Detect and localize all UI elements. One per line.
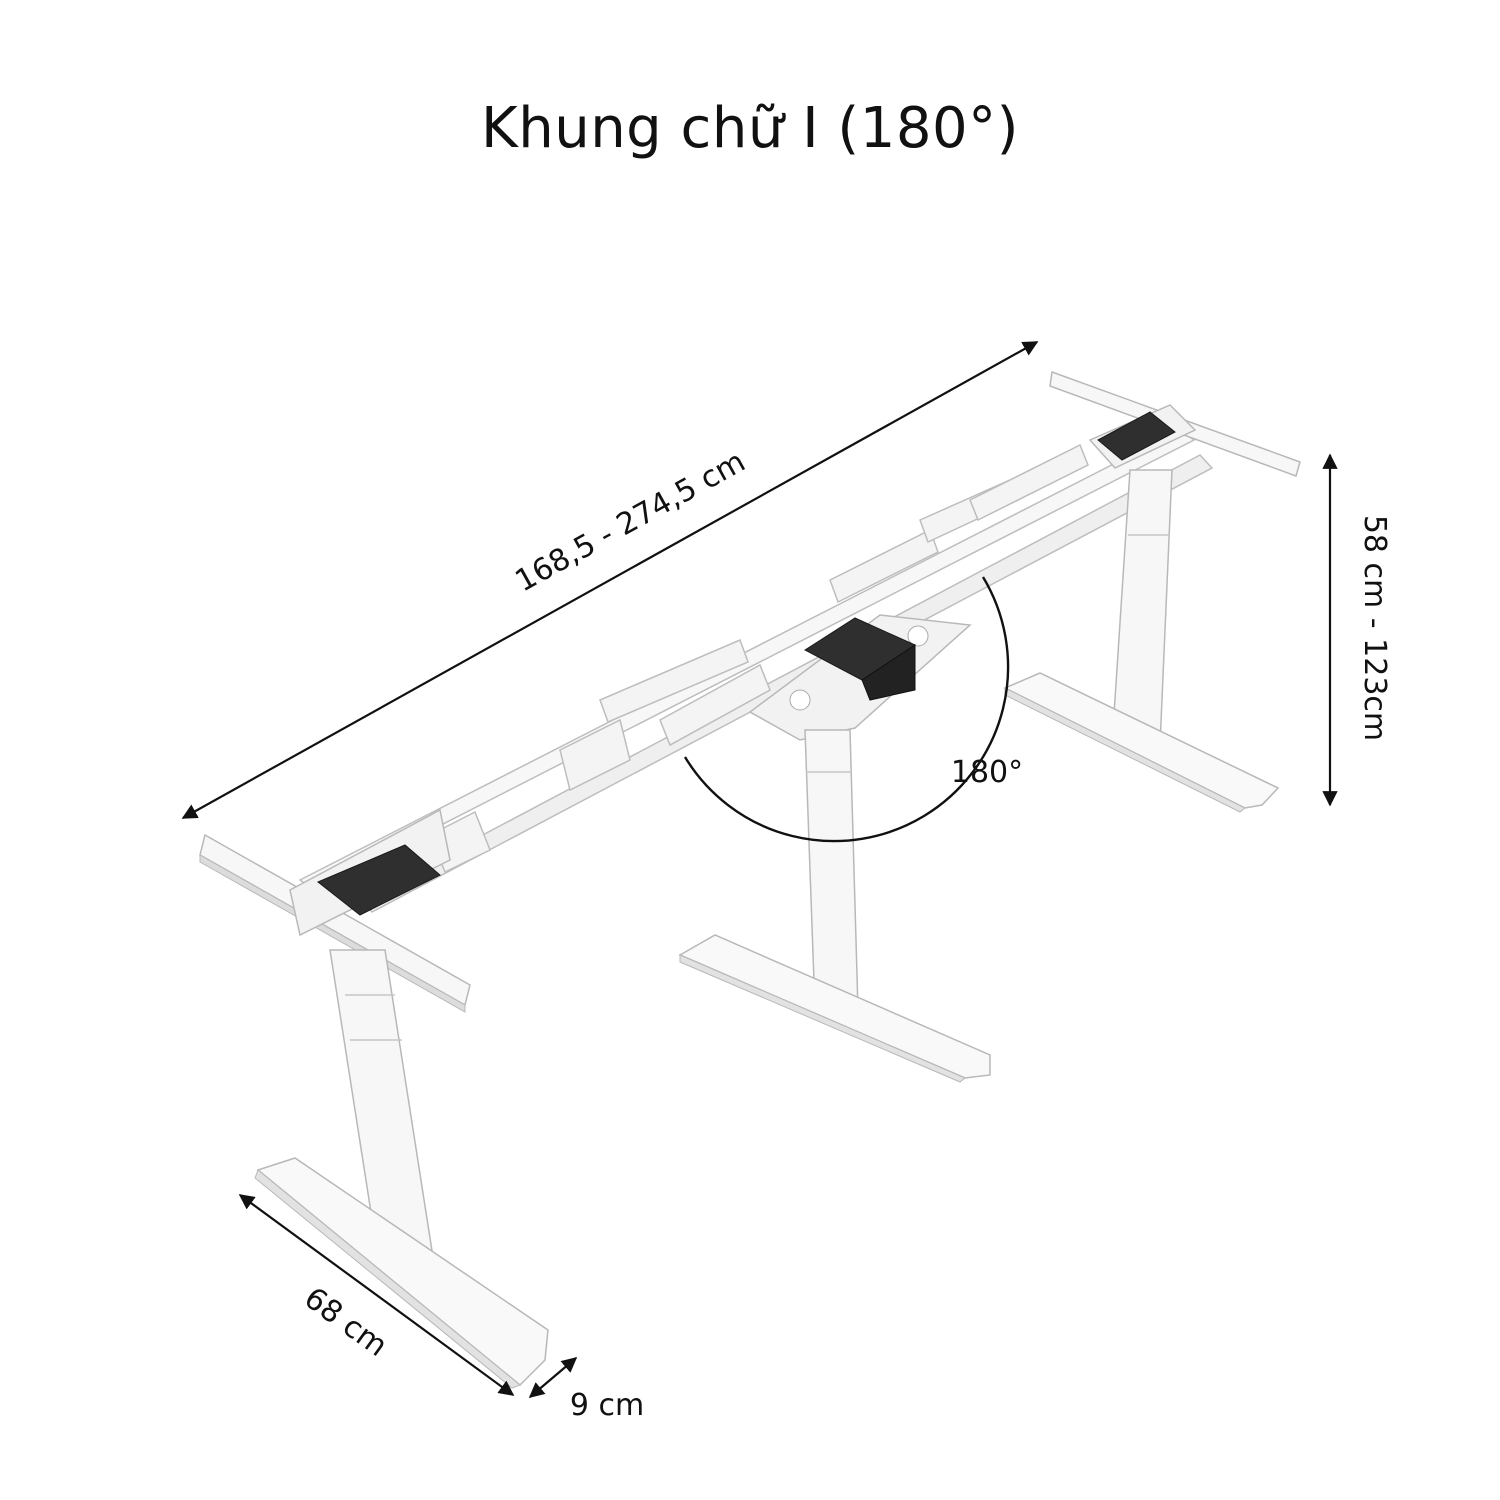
angle-label: 180° (951, 755, 1023, 790)
center-leg (804, 729, 859, 1011)
left-motor-plate (317, 844, 441, 916)
foot-width-dimension: 9 cm (528, 1357, 644, 1423)
angle-dimension: 180° (683, 576, 1023, 843)
foot-length-label: 68 cm (298, 1281, 394, 1364)
right-top-bracket (1049, 370, 1301, 477)
center-foot (678, 934, 991, 1083)
diagram-title: Khung chữ I (180°) (480, 96, 1020, 161)
foot-width-label: 9 cm (570, 1388, 644, 1423)
right-motor-plate (1097, 411, 1176, 461)
height-dimension: 58 cm - 123cm (1322, 453, 1392, 807)
height-label: 58 cm - 123cm (1357, 515, 1392, 741)
